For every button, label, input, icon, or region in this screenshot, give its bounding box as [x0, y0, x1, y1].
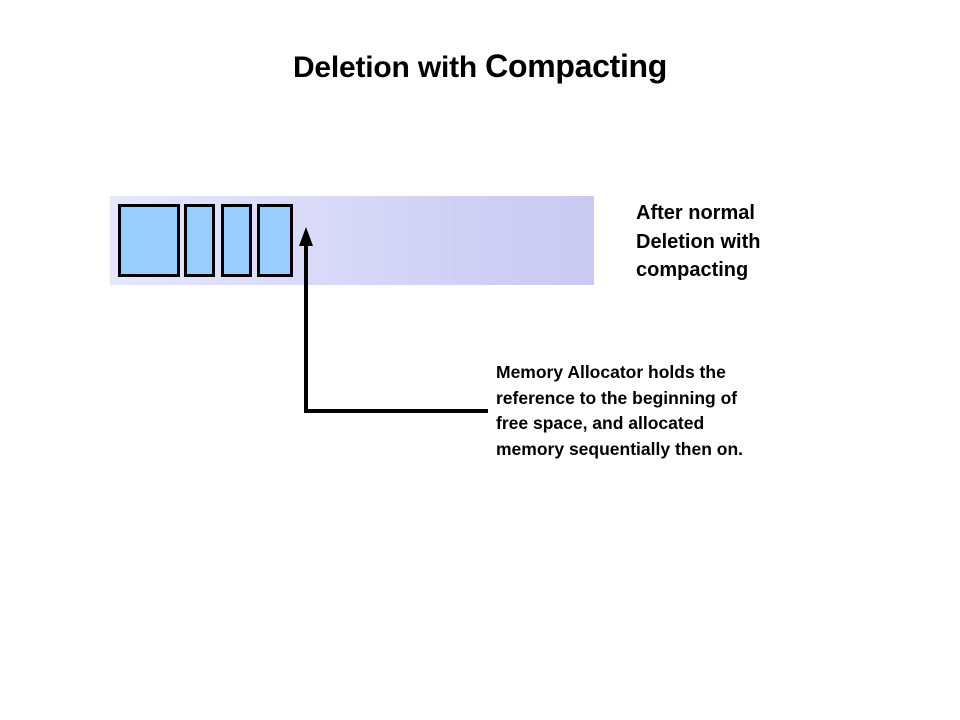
callout-right-line-3: compacting — [636, 259, 749, 281]
title-part-strong: Compacting — [485, 48, 668, 84]
callout-memory-allocator: Memory Allocator holds the reference to … — [496, 360, 826, 462]
allocated-block-1 — [118, 204, 180, 277]
callout-bottom-line-2: reference to the beginning of — [496, 387, 738, 408]
page-title: Deletion with Compacting — [0, 48, 960, 84]
title-part-normal: Deletion with — [292, 51, 486, 84]
callout-bottom-line-3: free space, and allocated — [496, 413, 705, 433]
allocated-block-2 — [184, 204, 215, 277]
callout-after-deletion: After normal Deletion with compacting — [636, 199, 866, 285]
allocated-block-4 — [257, 204, 293, 277]
callout-bottom-line-1: Memory Allocator holds the — [496, 362, 726, 382]
memory-region-bar — [110, 196, 594, 285]
callout-right-line-1: After normal — [636, 202, 755, 224]
callout-right-line-2: Deletion with — [636, 230, 761, 253]
callout-bottom-line-4: memory sequentially then on. — [496, 438, 743, 459]
allocated-block-3 — [221, 204, 252, 277]
